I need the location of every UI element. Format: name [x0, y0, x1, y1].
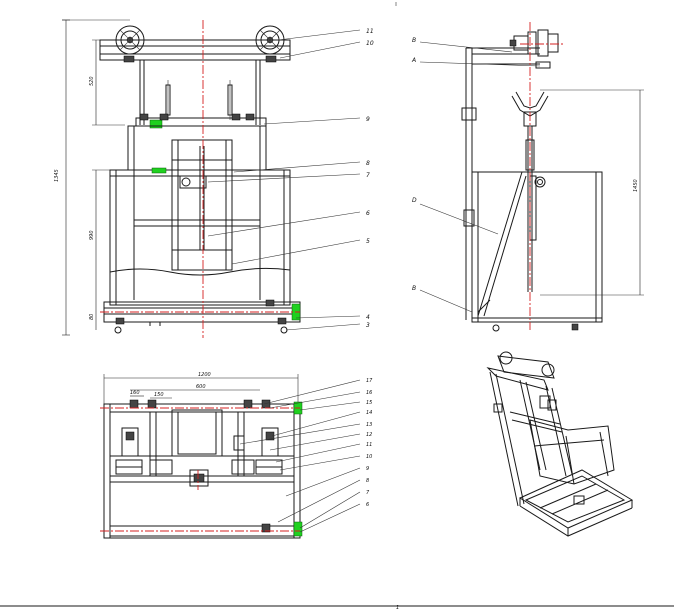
- dim-plan-width: 1200: [198, 372, 211, 378]
- dim-plan-sub-c: 150: [154, 392, 164, 398]
- front-view: 1345 520 990 80: [54, 19, 374, 338]
- isometric-view: [486, 351, 634, 537]
- callout-front-1: 11: [366, 28, 374, 35]
- callout-plan-4: 14: [366, 410, 372, 416]
- dim-plan-sub-b: 160: [130, 390, 140, 396]
- callout-front-4: 8: [366, 160, 370, 167]
- dim-front-upper: 520: [89, 76, 95, 86]
- callout-plan-6: 12: [366, 432, 372, 438]
- callout-front-8: 4: [366, 314, 370, 321]
- callout-plan-9: 9: [366, 466, 369, 472]
- callout-plan-5: 13: [366, 422, 372, 428]
- callout-plan-10: 8: [366, 478, 369, 484]
- callout-side-4: B: [412, 285, 416, 292]
- callout-front-3: 9: [366, 116, 370, 123]
- dim-plan-sub-a: 600: [196, 384, 206, 390]
- callout-side-2: A: [411, 57, 416, 64]
- callout-side-3: D: [412, 197, 417, 204]
- callout-plan-2: 16: [366, 390, 372, 396]
- callout-front-9: 3: [366, 322, 370, 329]
- callout-plan-12: 6: [366, 502, 369, 508]
- callout-front-5: 7: [366, 172, 370, 179]
- dim-front-frame: 990: [89, 230, 95, 240]
- callout-front-6: 6: [366, 210, 370, 217]
- callout-plan-7: 11: [366, 442, 372, 448]
- callout-plan-1: 17: [366, 378, 373, 384]
- dim-side-height: 1450: [633, 179, 639, 192]
- callout-front-7: 5: [366, 238, 370, 245]
- callout-plan-3: 15: [366, 400, 372, 406]
- dim-front-total: 1345: [54, 169, 60, 182]
- footer-mark: 1: [396, 605, 399, 610]
- side-view: 1450 B A D B: [411, 22, 644, 332]
- callout-front-2: 10: [366, 40, 374, 47]
- callout-plan-8: 10: [366, 454, 372, 460]
- callout-plan-11: 7: [366, 490, 370, 496]
- dim-front-base: 80: [89, 314, 95, 320]
- plan-view: 1200 600 160 150: [100, 372, 373, 539]
- callout-side-1: B: [412, 37, 416, 44]
